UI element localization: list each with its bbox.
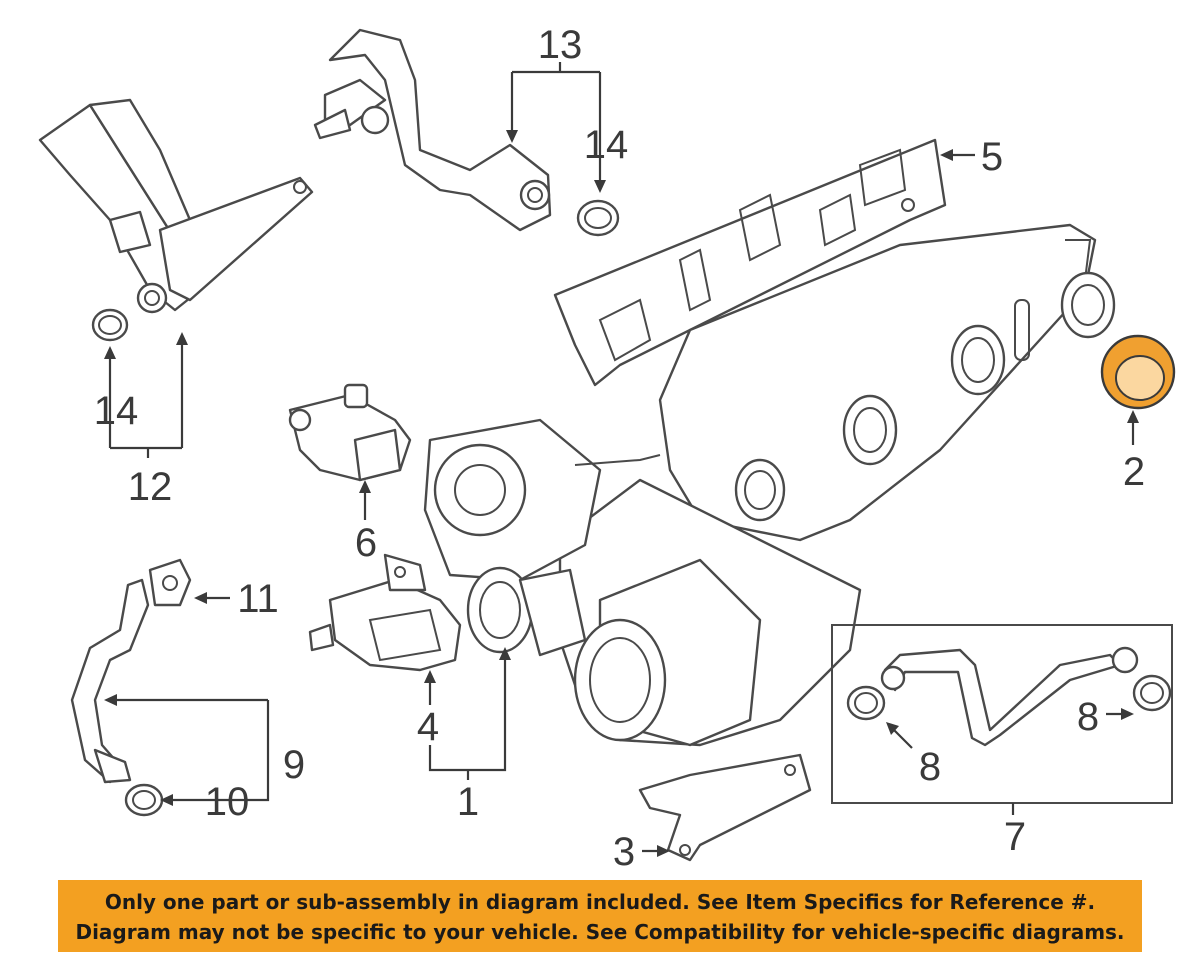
callout-7: 7 xyxy=(1004,815,1026,859)
parts-diagram: 13 14 5 14 12 2 6 11 4 9 10 1 3 7 8 8 xyxy=(38,23,1176,874)
callout-4: 4 xyxy=(417,705,439,749)
seal-part-8-left xyxy=(846,685,886,721)
callout-6: 6 xyxy=(355,521,377,565)
gasket-ring-part-2 xyxy=(1100,334,1176,410)
actuator-part-4 xyxy=(308,553,462,672)
bracket-part-3 xyxy=(638,753,812,862)
disclaimer-banner: Only one part or sub-assembly in diagram… xyxy=(58,880,1142,952)
callout-3: 3 xyxy=(613,830,635,874)
seal-part-8-right xyxy=(1132,674,1172,712)
callout-12: 12 xyxy=(128,465,173,509)
callout-8-right: 8 xyxy=(1077,695,1099,739)
callout-2: 2 xyxy=(1123,450,1145,494)
pressure-converter-part-6 xyxy=(288,383,412,482)
disclaimer-line-1: Only one part or sub-assembly in diagram… xyxy=(104,890,1096,914)
callout-14-right: 14 xyxy=(584,123,629,167)
heat-shield-part-5 xyxy=(553,138,947,387)
disclaimer-line-2: Diagram may not be specific to your vehi… xyxy=(75,920,1125,944)
callout-14-left: 14 xyxy=(94,389,139,433)
callout-10: 10 xyxy=(205,780,250,824)
callout-9: 9 xyxy=(283,743,305,787)
leader-lines xyxy=(104,62,1139,857)
callout-8-left: 8 xyxy=(919,745,941,789)
part-7-group-box xyxy=(831,624,1173,804)
callout-11: 11 xyxy=(237,577,279,621)
o-ring-part-10 xyxy=(124,783,164,817)
o-ring-part-14-right xyxy=(576,199,620,237)
callout-1: 1 xyxy=(457,780,479,824)
gasket-part-11 xyxy=(148,558,192,607)
coolant-line-part-7 xyxy=(880,646,1139,747)
o-ring-part-14-left xyxy=(91,308,129,342)
coolant-pipe-part-13 xyxy=(313,28,552,232)
oil-pipe-part-9 xyxy=(70,578,150,784)
turbocharger-part-1 xyxy=(423,223,1116,747)
callout-5: 5 xyxy=(981,135,1003,179)
callout-13: 13 xyxy=(538,23,583,67)
coolant-pipe-part-12 xyxy=(38,98,314,314)
